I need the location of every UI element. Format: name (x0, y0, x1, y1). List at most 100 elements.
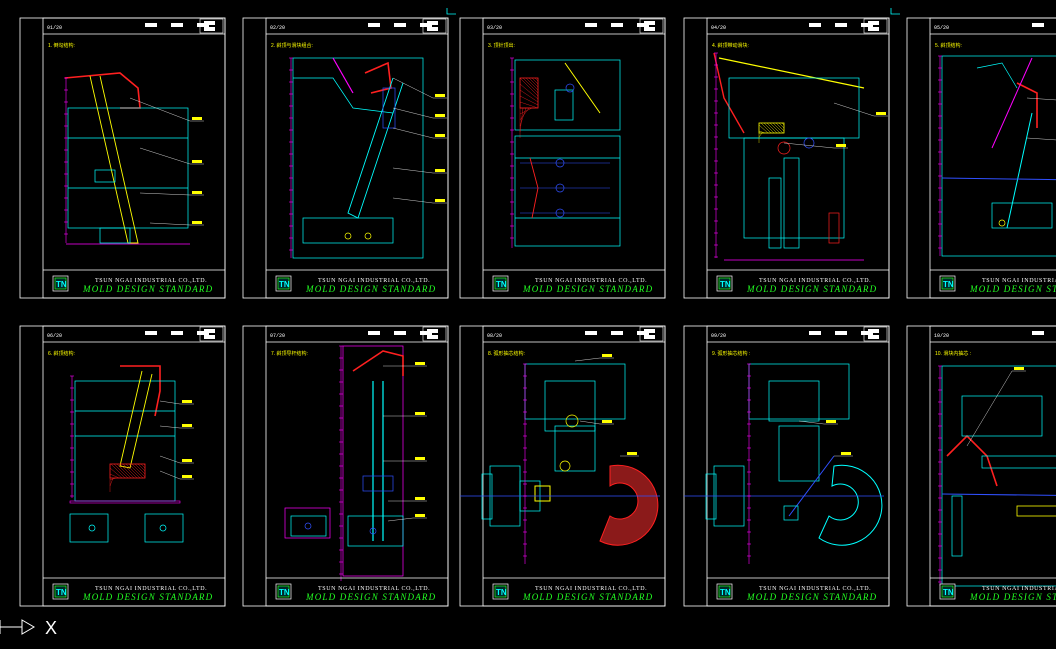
hatch-line (766, 122, 778, 134)
title-block-field (145, 331, 157, 335)
sheet-number: 09/20 (711, 333, 726, 339)
revision-box (199, 326, 224, 342)
hatch-line (519, 89, 539, 103)
drawing-rect (481, 473, 493, 520)
angle-pin (564, 62, 601, 114)
undercut-part (364, 61, 392, 94)
hatch-line (109, 477, 117, 481)
company-logo (718, 585, 731, 598)
drawing-rect (981, 455, 1056, 469)
hatch-line (122, 463, 138, 479)
title-block-field (611, 331, 623, 335)
callout-label (876, 112, 886, 115)
revision-field (204, 21, 215, 25)
drawing-circle (304, 522, 312, 530)
drawing-polyline (976, 62, 1018, 89)
sheet-inner-border (482, 325, 666, 607)
drawing-circle (777, 141, 791, 155)
revision-box (863, 326, 888, 342)
revision-field (204, 27, 215, 31)
corner-marker (890, 8, 900, 15)
callout-label (435, 114, 445, 117)
leader-line (833, 102, 875, 117)
hatch-line (143, 463, 146, 466)
drawing-circle (559, 460, 571, 472)
sheet-number: 02/20 (270, 25, 285, 31)
sheet-number: 01/20 (47, 25, 62, 31)
hatch-line (110, 463, 126, 479)
drawing-rect (290, 515, 327, 537)
drawing-circle (565, 414, 579, 428)
hatch-line (125, 463, 141, 479)
leader-line (139, 147, 191, 165)
sheet-number: 04/20 (711, 25, 726, 31)
leader-line (159, 455, 181, 464)
drawing-circle (344, 232, 352, 240)
leader-line (783, 142, 835, 149)
title-block-field (145, 23, 157, 27)
title-block-field (585, 331, 597, 335)
hatch-line (519, 107, 527, 127)
company-name: TSUN NGAI INDUSTRIAL CO.,LTD. (95, 278, 207, 284)
leader-line (159, 425, 181, 429)
drawing-circle (803, 137, 815, 149)
title-block-field (637, 23, 649, 27)
company-logo (941, 585, 954, 598)
revision-box (422, 326, 447, 342)
revision-box (639, 326, 664, 342)
drawing-rect (1016, 505, 1056, 517)
callout-label (192, 117, 202, 120)
drawing-rect (991, 202, 1053, 229)
drawing-rect (514, 59, 621, 131)
hatch-line (763, 122, 775, 134)
leader-line (387, 517, 414, 522)
sheet-number: 05/20 (934, 25, 949, 31)
undercut-part (713, 52, 745, 134)
standard-title: MOLD DESIGN STANDARD (305, 284, 436, 294)
drawing-rect (941, 55, 1056, 257)
sheet-heading: 5. 斜顶结构: (935, 42, 962, 49)
hatch-line (113, 463, 129, 479)
curved-core (529, 157, 539, 219)
callout-label (415, 362, 425, 365)
sheet-heading: 6. 斜顶结构: (48, 350, 75, 357)
hatch-line (519, 77, 539, 97)
company-logo-text: TN (943, 280, 954, 289)
drawing-polyline (293, 77, 394, 114)
revision-box (639, 18, 664, 34)
title-block-field (835, 331, 847, 335)
hatch-line (758, 124, 769, 134)
hatch-line (119, 463, 135, 479)
title-block-field (197, 23, 209, 27)
revision-field (204, 335, 215, 339)
standard-title: MOLD DESIGN STANDARD (969, 284, 1056, 294)
hatch-line (525, 77, 539, 91)
drawing-rect (94, 169, 116, 183)
drawing-rect (514, 135, 621, 247)
standard-title: MOLD DESIGN STANDARD (82, 284, 213, 294)
revision-field (644, 27, 655, 31)
parting-line (941, 177, 1056, 181)
company-name: TSUN NGAI INDUSTRIAL CO.,LTD. (982, 586, 1056, 592)
hatch-line (519, 107, 530, 121)
sheet-heading: 9. 弧形抽芯结构 : (712, 350, 750, 357)
leader-line (966, 370, 1013, 447)
title-block-field (1032, 23, 1044, 27)
callout-label (182, 424, 192, 427)
arc-core (599, 464, 659, 546)
company-logo-text: TN (496, 280, 507, 289)
sheet-heading: 2. 斜顶与滑块组合: (271, 42, 313, 49)
hatch-line (778, 122, 785, 129)
drawing-rect (768, 177, 782, 249)
